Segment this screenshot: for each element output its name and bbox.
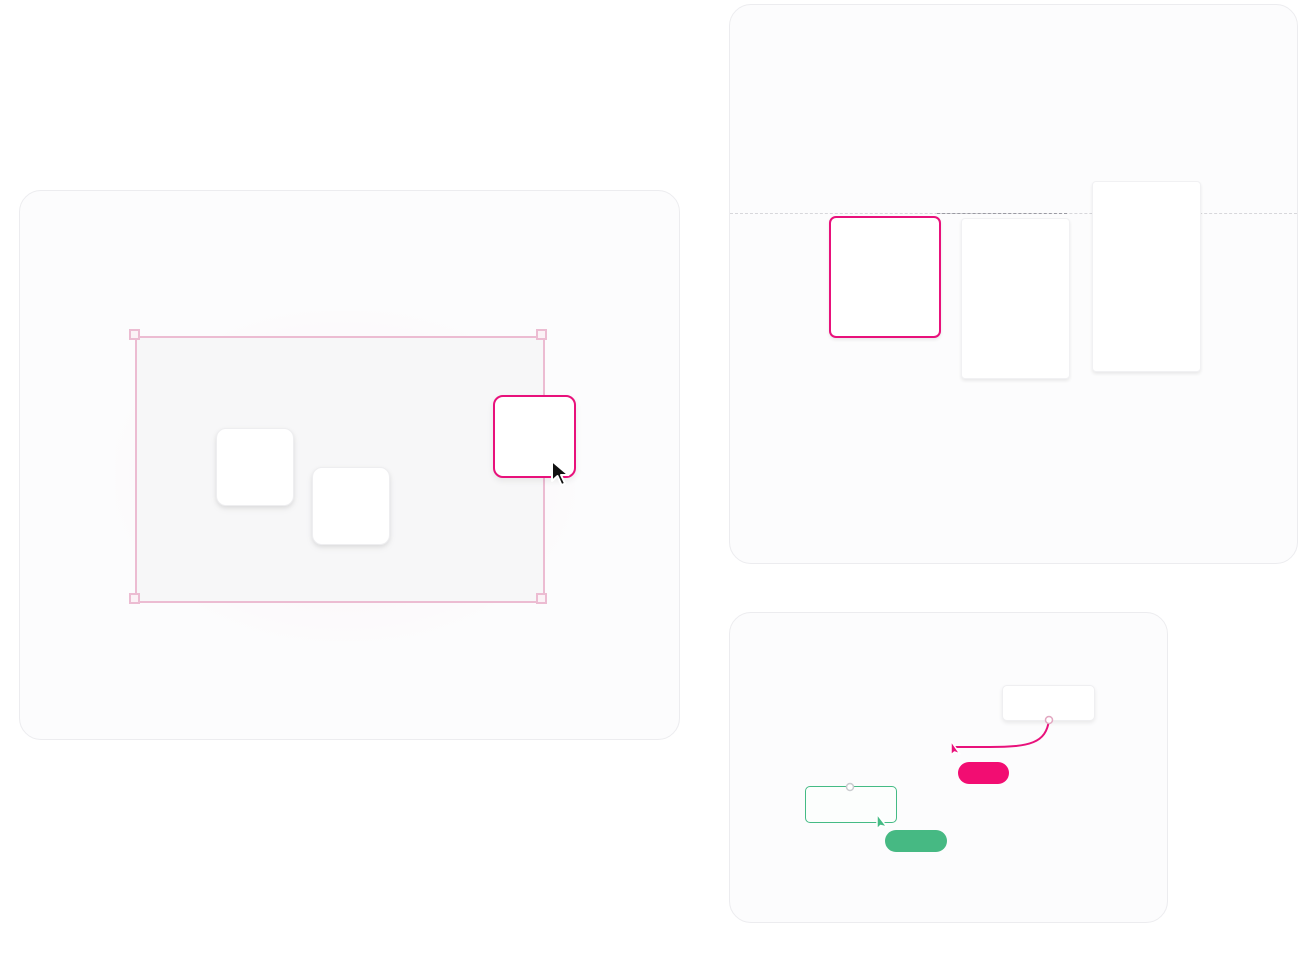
canvas-card-1[interactable] xyxy=(216,428,294,506)
connector-canvas-panel[interactable] xyxy=(729,612,1168,923)
arrow-cursor-icon xyxy=(551,460,570,486)
alignment-guide-active-segment xyxy=(937,213,1067,214)
canvas-card-selected[interactable] xyxy=(493,395,576,478)
connector-node-top[interactable] xyxy=(1002,685,1095,721)
connector-anchor-top xyxy=(1044,715,1054,725)
pink-cursor-icon xyxy=(950,740,961,756)
selection-canvas-panel[interactable] xyxy=(19,190,680,740)
alignment-column-3[interactable] xyxy=(1092,181,1201,372)
alignment-canvas-panel[interactable] xyxy=(729,4,1298,564)
green-cursor-icon xyxy=(876,813,888,830)
selection-handle-bottom-left[interactable] xyxy=(129,593,140,604)
selection-handle-top-right[interactable] xyxy=(536,329,547,340)
selection-handle-top-left[interactable] xyxy=(129,329,140,340)
pink-user-pill xyxy=(958,762,1009,784)
green-user-pill xyxy=(885,830,947,852)
alignment-column-2[interactable] xyxy=(961,218,1070,379)
connector-node-green[interactable] xyxy=(805,786,897,823)
pink-connector-line xyxy=(954,719,1050,748)
connector-anchor-green xyxy=(845,782,855,792)
connector-overlay xyxy=(845,715,1054,830)
alignment-column-selected[interactable] xyxy=(829,216,941,338)
canvas-card-2[interactable] xyxy=(312,467,390,545)
selection-handle-bottom-right[interactable] xyxy=(536,593,547,604)
